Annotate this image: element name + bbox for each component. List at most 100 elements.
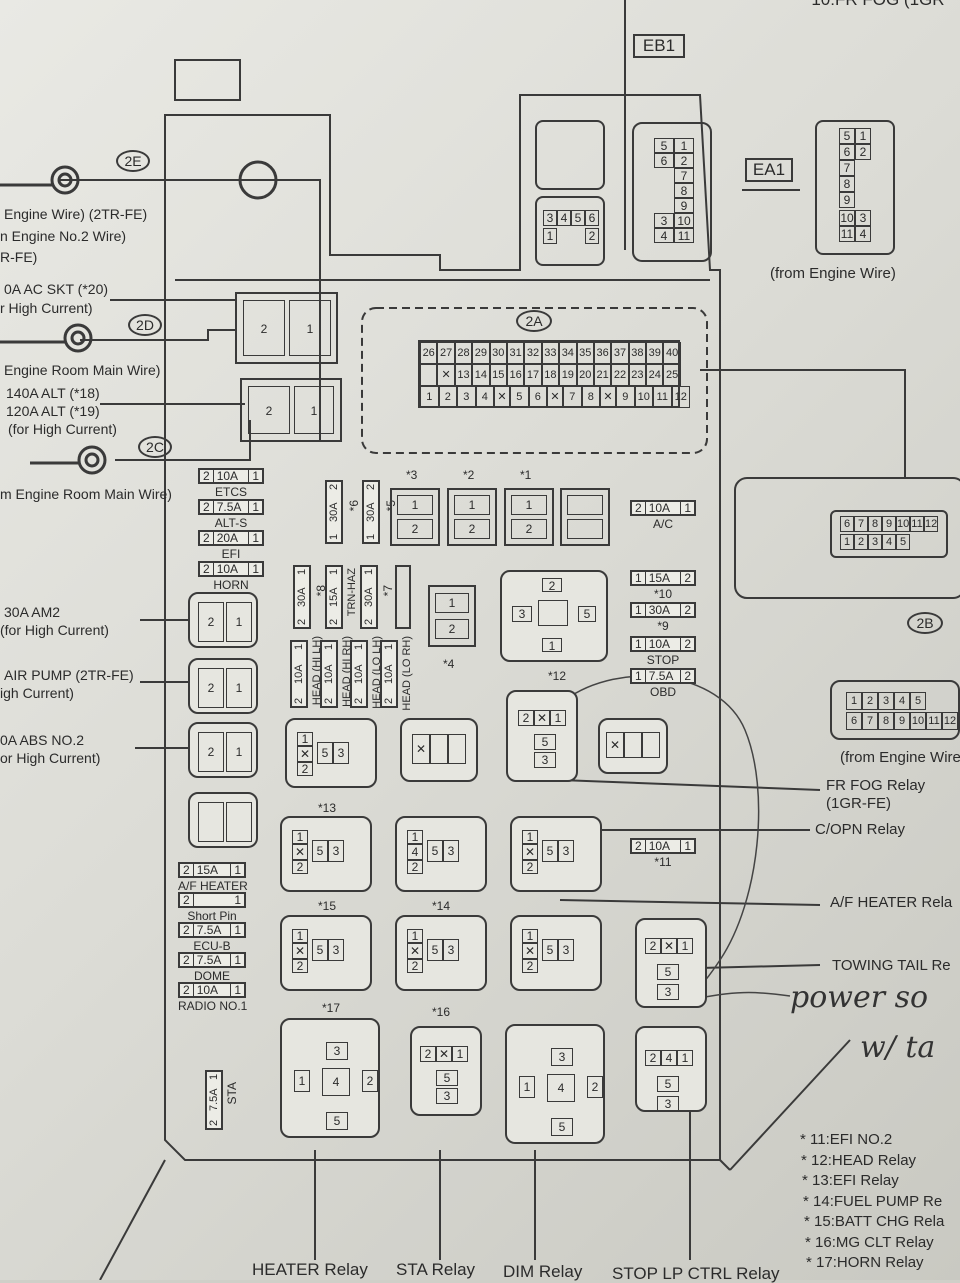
connector-2e-label: 2E	[116, 150, 150, 172]
alt-fuse-block: 2 1	[240, 378, 342, 442]
relay-pin: 2	[587, 1076, 603, 1098]
mark-12: *12	[548, 669, 567, 683]
relay-pin: ✕	[292, 844, 308, 860]
ea1-side-pin: 10	[839, 210, 855, 226]
relay-pin: 5	[326, 1112, 348, 1130]
fuse-pin: 2	[632, 502, 646, 514]
relay-pin	[448, 734, 466, 764]
label-ac-skt: 0A AC SKT (*20)	[4, 281, 109, 297]
fuse-pin: 2	[365, 484, 377, 491]
fuse-pin: 1	[296, 569, 308, 576]
fuse-dome-label: DOME	[194, 969, 230, 983]
fuse-rating: 10A	[214, 563, 250, 575]
fuse-right-3-label: STOP	[646, 653, 680, 667]
relay-pin: 5	[534, 734, 556, 750]
relay-pin: 2	[407, 959, 423, 973]
relay-pin: 1	[677, 1050, 693, 1066]
2a-pin: 30	[489, 342, 507, 364]
relay-pin: ✕	[292, 943, 308, 959]
fuse-right-2-label: *9	[657, 619, 669, 633]
relay-pin: ✕	[661, 938, 677, 954]
fuse-rating: 10A	[293, 664, 305, 684]
footnote: * 11:EFI NO.2	[800, 1131, 893, 1148]
label-air-pump-hc: igh Current)	[0, 685, 74, 701]
label-am2: 30A AM2	[4, 604, 61, 620]
label-high-current: r High Current)	[0, 300, 93, 316]
relay-pin: 4	[661, 1050, 677, 1066]
fuse-alt-s-label: ALT-S	[214, 516, 248, 530]
fuse-pin: 1	[234, 953, 241, 967]
fuse-pin: 1	[252, 469, 259, 483]
relay-pin: 2	[542, 578, 562, 593]
label-stop-lp-ctrl-relay: STOP LP CTRL Relay	[612, 1264, 780, 1283]
fuse-rating: 10A	[214, 470, 250, 482]
fuse-rating: 30A	[363, 587, 375, 607]
fuse-right-1-label: *10	[653, 587, 673, 601]
fuse-rating: 10A	[383, 664, 395, 684]
2b-face-pin: 5	[910, 692, 926, 710]
relay-pin: 2	[511, 519, 547, 539]
relay-pin	[226, 802, 252, 842]
fuse-pin: 1	[363, 569, 375, 576]
relay-pin: 4	[322, 1068, 350, 1096]
relay-pin: 5	[312, 840, 328, 862]
ea1-pin: 8	[674, 183, 694, 198]
2a-pin: 37	[611, 342, 629, 364]
fuse-rating: 15A	[646, 572, 682, 584]
fuse-trn-haz-label: TRN-HAZ	[346, 568, 358, 617]
2a-pin: 3	[457, 386, 476, 408]
label-engine-wire: Engine Wire) (2TR-FE)	[4, 206, 148, 222]
ea1-label: EA1	[745, 158, 793, 182]
2b-pin: 8	[868, 516, 882, 532]
2a-pin: 14	[472, 364, 490, 386]
label-sta-relay: STA Relay	[396, 1260, 476, 1279]
ea1-pin: 5	[654, 138, 674, 153]
label-abs-no2: 0A ABS NO.2	[0, 732, 85, 748]
fuse-pin: 1	[208, 1074, 220, 1081]
fuse-right-0-label: A/C	[652, 517, 673, 531]
fuse-rating: 10A	[194, 984, 232, 996]
2a-pin: 10	[634, 386, 653, 408]
fuse-pin: 1	[632, 572, 646, 584]
relay-pin: 2	[292, 959, 308, 973]
relay-pin: 5	[427, 840, 443, 862]
fuse-pin: 2	[353, 697, 365, 704]
fuse-a-f-heater-label: A/F HEATER	[178, 879, 248, 893]
mark-17: *17	[322, 1001, 341, 1015]
2b-face-pin: 3	[878, 692, 894, 710]
label-af-heater-relay: A/F HEATER Rela	[830, 894, 953, 911]
ea1-pin: 1	[674, 138, 694, 153]
relay-pin: 1	[511, 495, 547, 515]
fuse-pin: 2	[328, 484, 340, 491]
fuse-rating: 7.5A	[646, 670, 682, 682]
fuse-pin: 1	[293, 644, 305, 651]
connector-2d-label: 2D	[128, 314, 162, 336]
label-2b-caption: (from Engine Wire	[840, 749, 960, 766]
relay-pin: 5	[312, 939, 328, 961]
relay-pin	[198, 802, 224, 842]
2a-pin: 21	[593, 364, 612, 386]
relay-pin	[624, 732, 642, 758]
2a-pin: 24	[646, 364, 664, 386]
2a-pin: 11	[653, 386, 672, 408]
relay-pin: 2	[198, 668, 224, 708]
fuse-v7-label: *7	[381, 585, 395, 597]
fuse-rating: 20A	[214, 532, 250, 544]
2a-pin: 20	[576, 364, 594, 386]
